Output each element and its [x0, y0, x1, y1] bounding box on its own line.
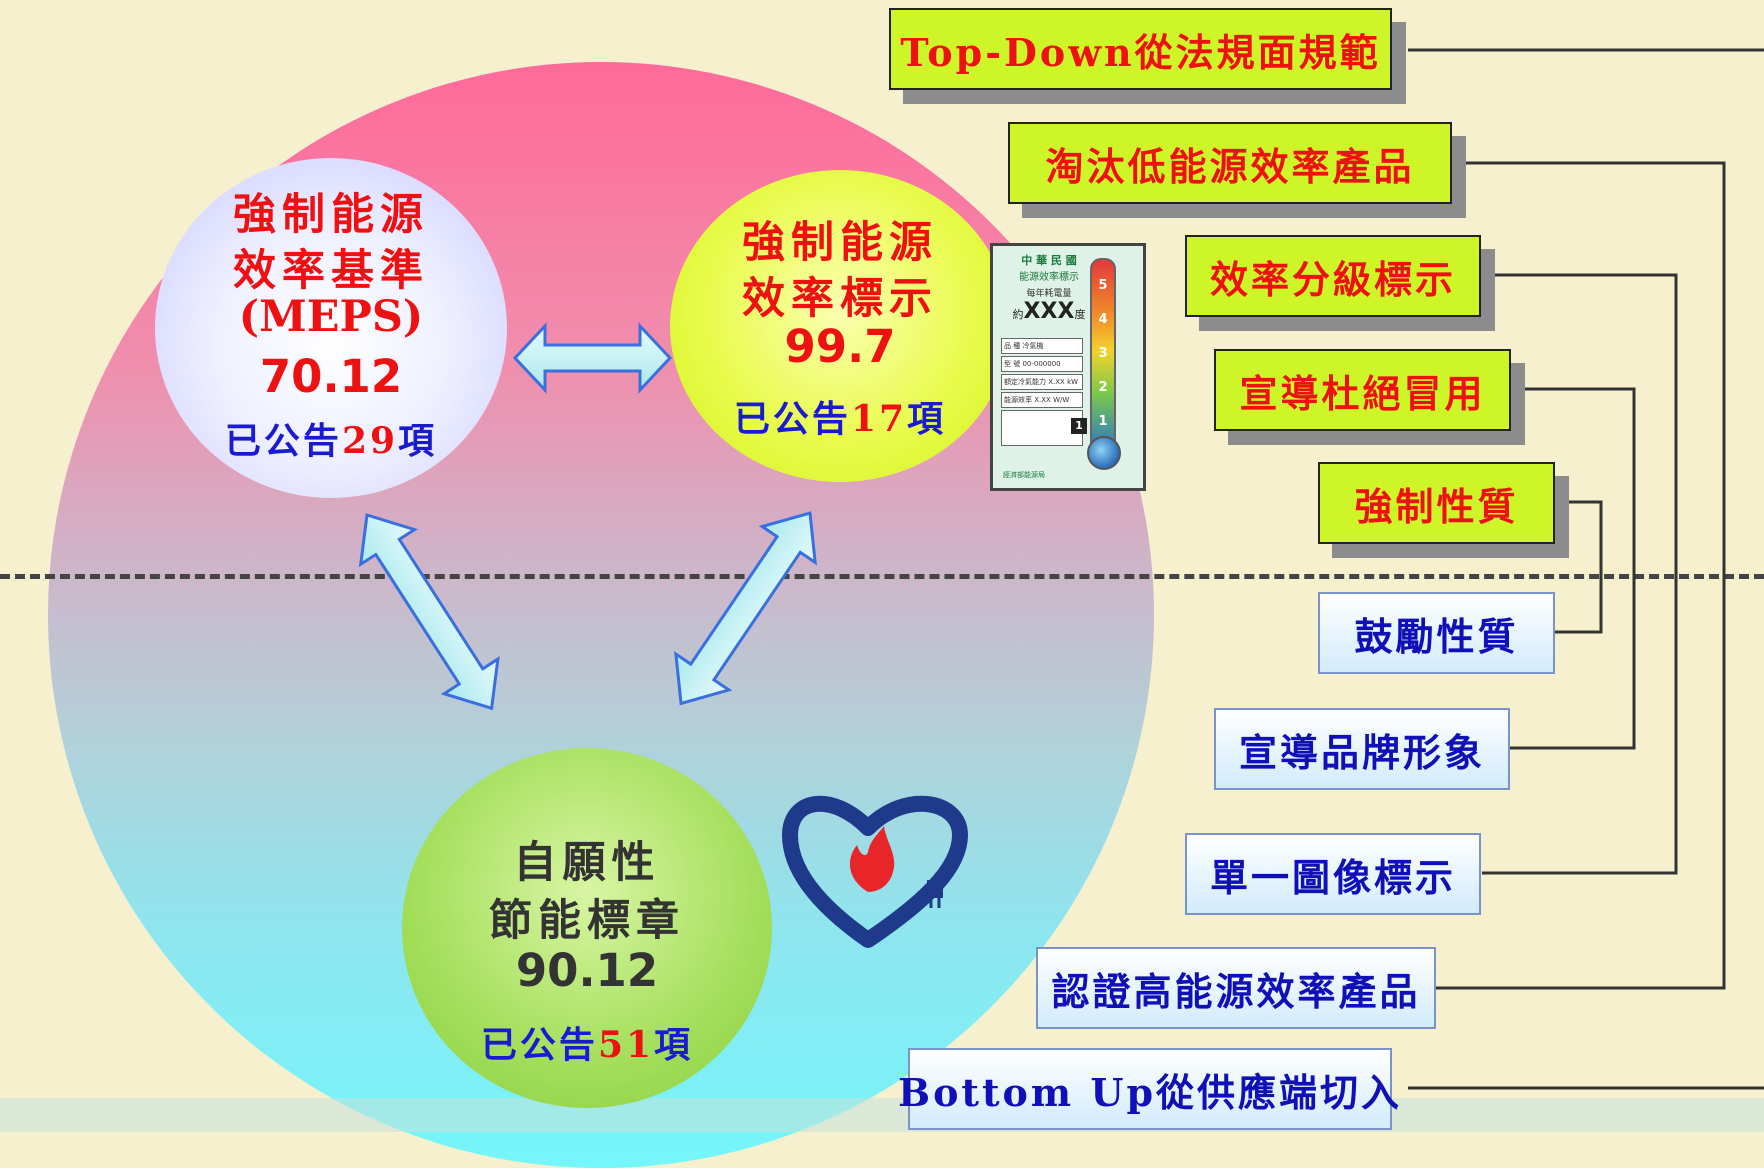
connector-lines: [1408, 48, 1764, 1090]
voluntary-value: 90.12: [515, 944, 659, 997]
energy-efficiency-label-image: 中 華 民 國 能源效率標示 每年耗電量 約XXX度 品 種 冷氣機 型 號 0…: [990, 243, 1146, 491]
mandatory-nature-box: 強制性質: [1318, 462, 1555, 544]
brand-image-box: 宣導品牌形象: [1214, 708, 1510, 790]
label-count: 已公告17項: [733, 398, 947, 440]
globe-icon: [1087, 436, 1121, 470]
double-arrow-left-diagonal: [358, 513, 500, 711]
certify-high-efficiency-box: 認證高能源效率產品: [1036, 947, 1436, 1029]
label-spec-table: 品 種 冷氣機 型 號 00-000000 額定冷氣能力 X.XX kW 能源效…: [1001, 338, 1083, 446]
meps-title-line3: (MEPS): [238, 292, 424, 342]
meps-count: 已公告29項: [224, 420, 438, 462]
label-annual-value: XXX: [1023, 299, 1075, 324]
meps-title-line1: 強制能源: [233, 190, 429, 240]
encouraging-nature-box: 鼓勵性質: [1318, 592, 1555, 674]
label-annual-text: 每年耗電量: [1026, 289, 1072, 299]
double-arrow-right-diagonal: [674, 511, 818, 706]
label-title-line1: 強制能源: [742, 218, 938, 268]
single-image-label-box: 單一圖像標示: [1185, 833, 1481, 915]
label-heading: 能源效率標示: [1019, 272, 1079, 283]
efficiency-grading-box: 效率分級標示: [1185, 235, 1481, 317]
label-value: 99.7: [784, 320, 896, 373]
label-circle: 強制能源 效率標示 99.7 已公告17項: [670, 170, 1010, 482]
anti-fraud-box: 宣導杜絕冒用: [1214, 349, 1511, 431]
voluntary-count: 已公告51項: [480, 1024, 694, 1066]
voluntary-circle: 自願性 節能標章 90.12 已公告51項: [402, 748, 772, 1108]
divider-dashed-line: [0, 574, 1764, 579]
energy-saving-heart-logo-icon: [782, 795, 968, 948]
bottom-up-box: Bottom Up從供應端切入: [898, 1048, 1399, 1130]
eliminate-low-efficiency-box: 淘汰低能源效率產品: [1008, 122, 1452, 204]
bottom-strip: [0, 1098, 1764, 1132]
voluntary-title-line2: 節能標章: [489, 896, 685, 946]
meps-title-line2: 效率基準: [233, 246, 429, 296]
meps-circle: 強制能源 效率基準 (MEPS) 70.12 已公告29項: [155, 158, 507, 498]
label-country: 中 華 民 國: [1021, 254, 1077, 267]
label-title-line2: 效率標示: [742, 274, 938, 324]
label-footer: 經濟部能源局: [1003, 471, 1045, 479]
grade-badge: 1: [1071, 418, 1087, 434]
meps-value: 70.12: [259, 350, 403, 403]
double-arrow-horizontal: [512, 322, 673, 394]
grade-thermometer: 5 4 3 2 1: [1090, 258, 1116, 452]
voluntary-title-line1: 自願性: [513, 838, 661, 888]
top-down-box: Top-Down從法規面規範: [889, 8, 1392, 90]
diagram-overlay: [358, 48, 1764, 1090]
